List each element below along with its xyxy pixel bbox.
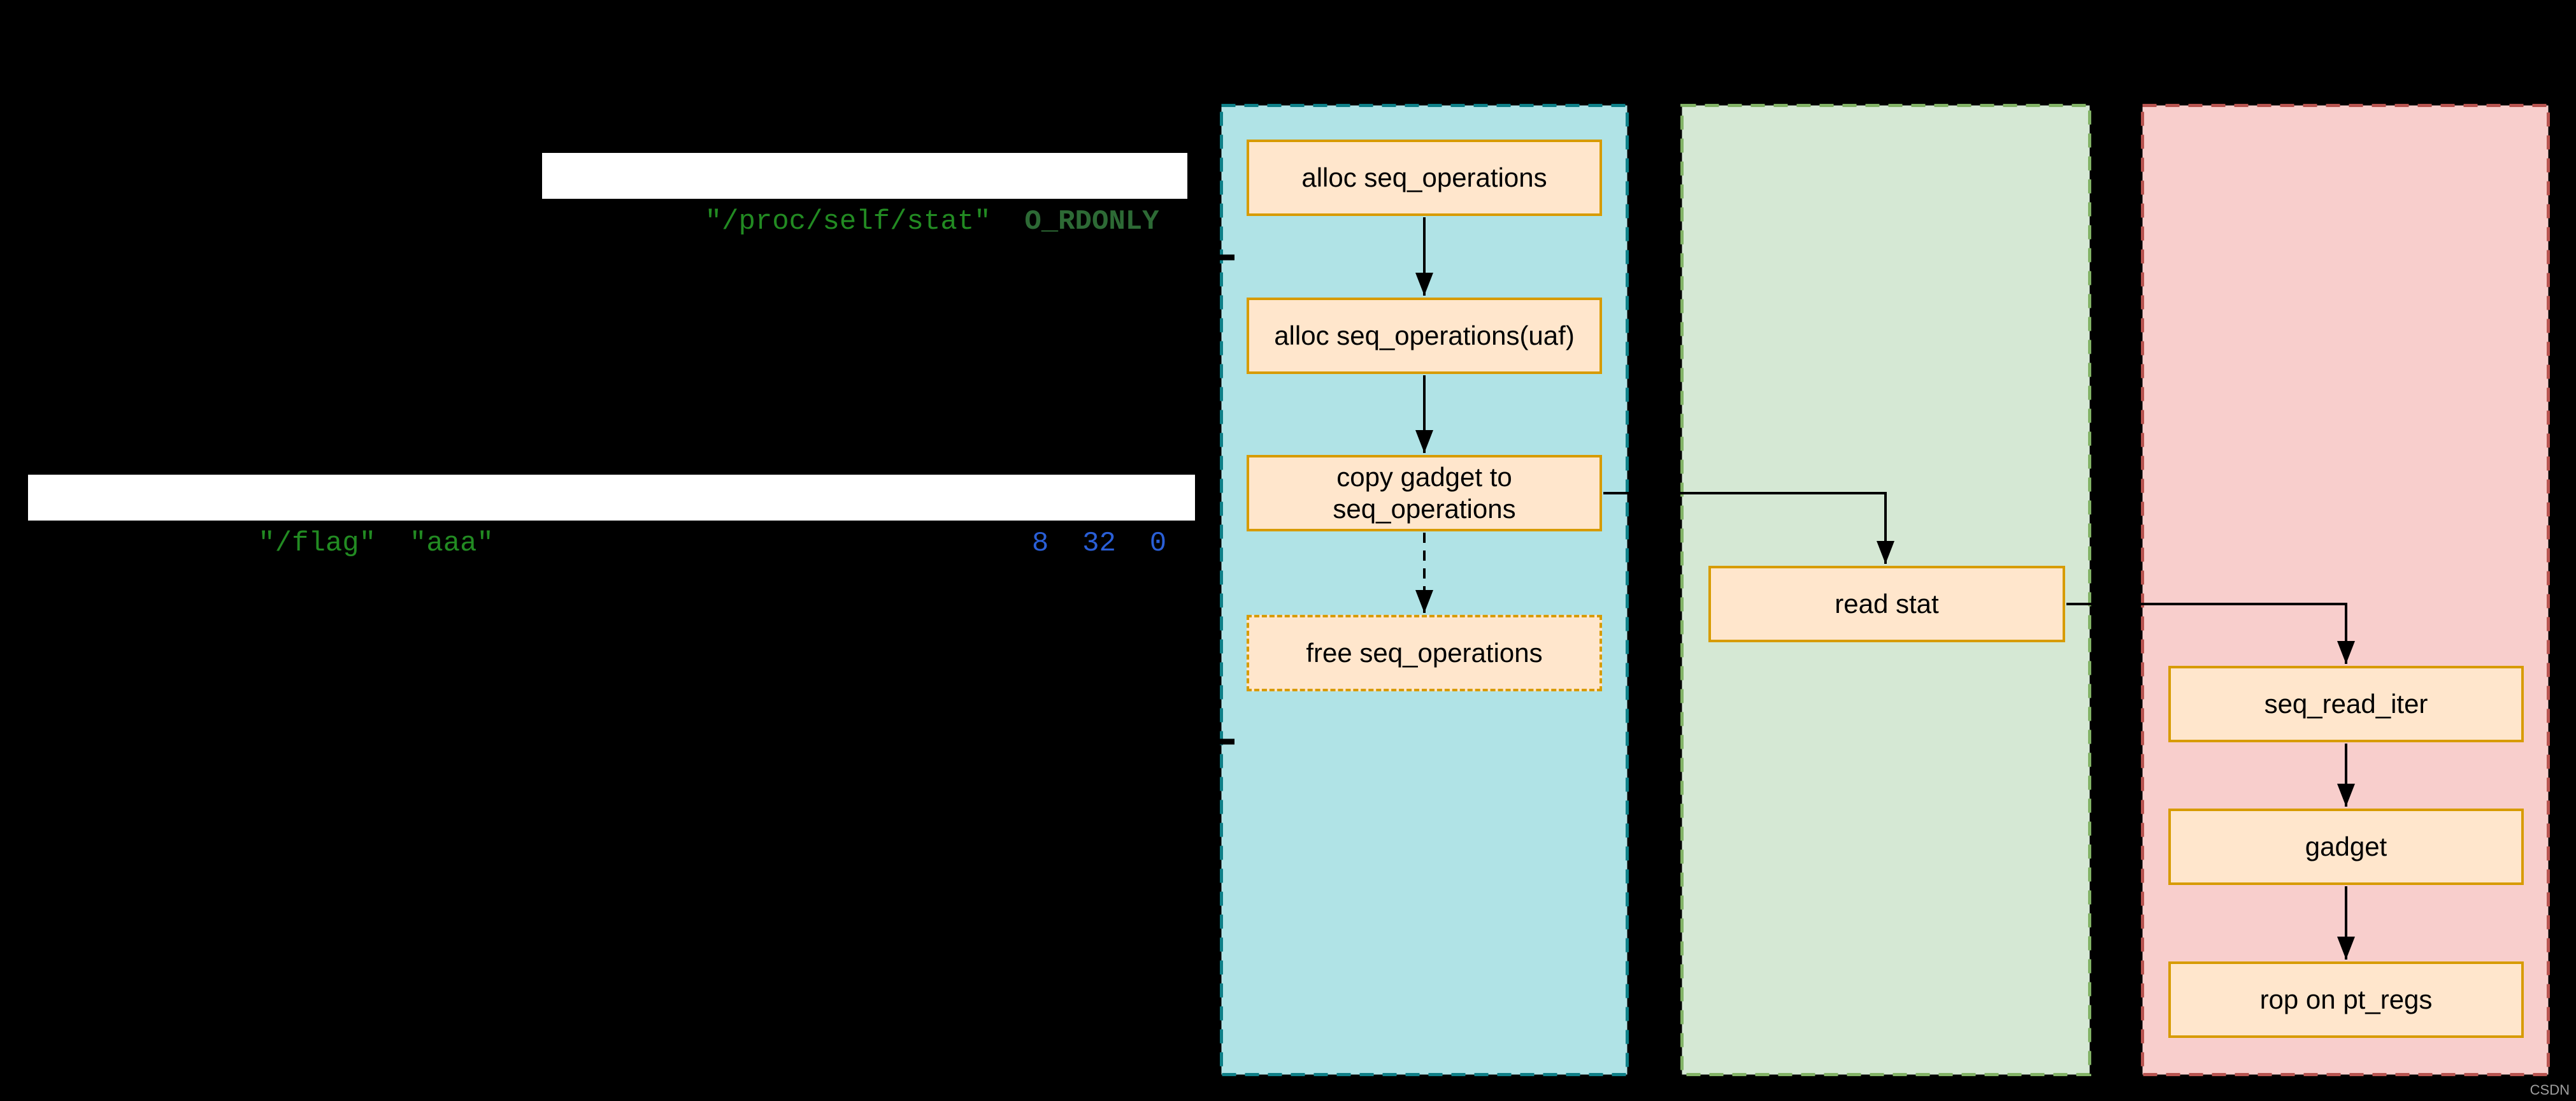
code-setxattr-call: setxattr(″/flag″, ″aaa″, hijack_uffd_buf… (28, 475, 1195, 559)
node-gadget: gadget (2168, 809, 2524, 885)
code-token: ″/proc/self/stat″ (705, 206, 991, 238)
edge-copy-to-readstat (1603, 492, 1894, 564)
code-token: ″aaa″ (409, 528, 494, 559)
code-token: 8 (1031, 528, 1049, 559)
code-token: ) (1159, 206, 1176, 238)
node-rop-on-pt-regs: rop on pt_regs (2168, 961, 2524, 1038)
code-token: , hijack_uffd_buf + page_size - (493, 528, 1032, 559)
edge-readstat-to-seqreaditer (2066, 603, 2355, 664)
watermark: CSDN @_sky123_ (2495, 1082, 2570, 1101)
code-token: , (1115, 528, 1150, 559)
node-copy-gadget-to-seq-operations: copy gadget to seq_operations (1247, 455, 1602, 531)
node-alloc-seq-operations: alloc seq_operations (1247, 140, 1602, 216)
code-token: O_RDONLY (1024, 206, 1159, 238)
node-seq-read-iter: seq_read_iter (2168, 666, 2524, 742)
code-open-call: open(″/proc/self/stat″, O_RDONLY) (542, 153, 1187, 238)
code-token: , (991, 206, 1025, 238)
code-token: , (376, 528, 410, 559)
node-read-stat: read stat (1708, 566, 2065, 642)
code-token: ″/flag″ (258, 528, 376, 559)
code-token: 32 (1082, 528, 1116, 559)
node-free-seq-operations: free seq_operations (1247, 615, 1602, 691)
code-token: ) (1166, 528, 1184, 559)
code-token: open( (620, 206, 705, 238)
node-alloc-seq-operations-uaf: alloc seq_operations(uaf) (1247, 298, 1602, 374)
code-token: setxattr( (106, 528, 259, 559)
code-token: 0 (1149, 528, 1167, 559)
code-token: , (1048, 528, 1083, 559)
